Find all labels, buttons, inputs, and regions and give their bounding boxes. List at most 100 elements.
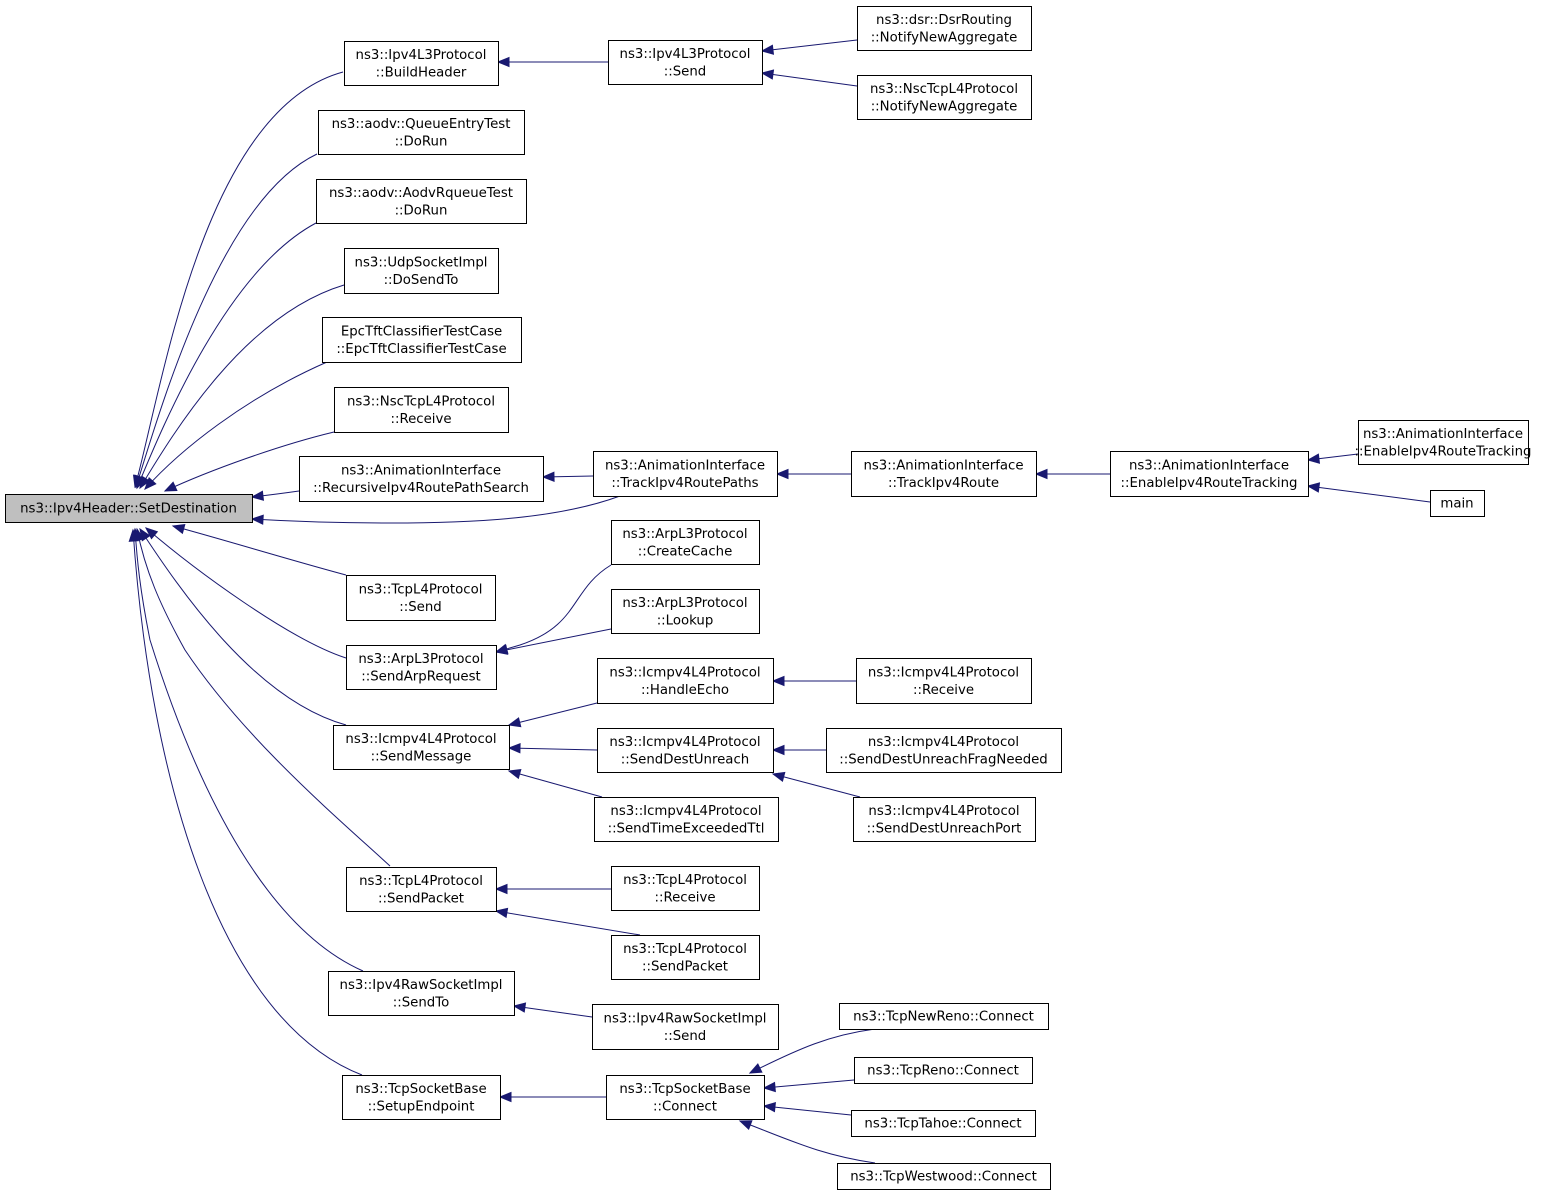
edge-a12-to-root [130,527,364,972]
node-label-line: ns3::Ipv4Header::SetDestination [20,502,237,517]
arrowhead [507,717,522,728]
node-label-line: ::Send [664,64,706,79]
node-a8[interactable]: ns3::TcpL4Protocol::Send [346,575,496,621]
node-a1[interactable]: ns3::Ipv4L3Protocol::BuildHeader [344,41,499,86]
node-box [346,575,496,621]
edge-line [134,528,364,972]
node-box [1110,451,1309,497]
edge-b4-to-a9 [494,628,612,655]
node-b5[interactable]: ns3::Icmpv4L4Protocol::HandleEcho [597,658,774,704]
node-b3[interactable]: ns3::ArpL3Protocol::CreateCache [611,520,760,565]
node-label-line: ::EpcTftClassifierTestCase [336,342,506,357]
edge-b5-to-a10 [507,702,598,728]
node-c4[interactable]: ns3::Icmpv4L4Protocol::Receive [856,658,1032,704]
node-a13[interactable]: ns3::TcpSocketBase::SetupEndpoint [342,1075,501,1120]
node-label-line: ns3::UdpSocketImpl [355,255,488,270]
node-label-line: ::DoSendTo [384,273,459,288]
node-label-line: ::Receive [913,683,974,698]
node-box [608,40,763,85]
node-b11[interactable]: ns3::TcpSocketBase::Connect [606,1075,765,1120]
arrowhead [738,1120,753,1131]
edge-c1-to-b1 [760,39,858,55]
node-c10[interactable]: ns3::TcpWestwood::Connect [837,1163,1051,1190]
node-e2[interactable]: main [1430,490,1485,517]
node-box [606,1075,765,1120]
node-a12[interactable]: ns3::Ipv4RawSocketImpl::SendTo [328,971,515,1016]
node-label-line: ns3::TcpL4Protocol [623,873,747,888]
node-c5[interactable]: ns3::Icmpv4L4Protocol::SendDestUnreachFr… [826,728,1062,773]
node-b8[interactable]: ns3::TcpL4Protocol::Receive [611,866,760,911]
node-label-line: ::Lookup [657,613,714,628]
node-a11[interactable]: ns3::TcpL4Protocol::SendPacket [346,867,497,912]
edge-line [508,770,603,798]
node-a4[interactable]: ns3::UdpSocketImpl::DoSendTo [344,248,499,294]
edge-d1-to-c3 [1034,468,1110,480]
edge-b8-to-a11 [494,883,611,895]
node-e1[interactable]: ns3::AnimationInterface::EnableIpv4Route… [1355,420,1532,465]
edge-line [749,1028,876,1074]
edge-line [172,525,347,576]
node-c1[interactable]: ns3::dsr::DsrRouting::NotifyNewAggregate [857,6,1032,51]
node-label-line: ::DoRun [395,203,448,218]
node-box [611,589,760,634]
node-a3[interactable]: ns3::aodv::AodvRqueueTest::DoRun [316,179,527,224]
node-label-line: ns3::ArpL3Protocol [358,652,483,667]
node-root[interactable]: ns3::Ipv4Header::SetDestination [5,494,253,523]
node-a10[interactable]: ns3::Icmpv4L4Protocol::SendMessage [333,725,510,770]
node-label-line: ns3::TcpReno::Connect [867,1064,1019,1079]
node-a7[interactable]: ns3::AnimationInterface::RecursiveIpv4Ro… [299,456,544,502]
edge-b11-to-a13 [498,1091,606,1103]
node-b4[interactable]: ns3::ArpL3Protocol::Lookup [611,589,760,634]
node-b2[interactable]: ns3::AnimationInterface::TrackIpv4RouteP… [593,451,778,497]
node-label-line: ::CreateCache [638,544,733,559]
node-box [1358,420,1529,465]
arrowhead [494,907,509,919]
node-label-line: ns3::Icmpv4L4Protocol [610,804,761,819]
node-box [851,1110,1036,1137]
node-b9[interactable]: ns3::TcpL4Protocol::SendPacket [611,935,760,980]
node-c8[interactable]: ns3::TcpReno::Connect [854,1057,1033,1084]
node-b7[interactable]: ns3::Icmpv4L4Protocol::SendTimeExceededT… [594,797,779,842]
node-label-line: ns3::TcpL4Protocol [623,942,747,957]
node-label-line: ::EnableIpv4RouteTracking [1355,444,1532,459]
node-c2[interactable]: ns3::NscTcpL4Protocol::NotifyNewAggregat… [857,75,1032,120]
node-b10[interactable]: ns3::Ipv4RawSocketImpl::Send [592,1004,779,1050]
node-a5[interactable]: EpcTftClassifierTestCase::EpcTftClassifi… [322,317,522,363]
node-label-line: ::Send [664,1029,706,1044]
edge-line [495,628,612,653]
node-label-line: ns3::TcpTahoe::Connect [864,1117,1021,1132]
edge-line [164,431,335,492]
edge-a7-to-root [250,490,300,501]
node-a2[interactable]: ns3::aodv::QueueEntryTest::DoRun [318,110,525,155]
arrowhead [128,528,140,542]
node-box [856,658,1032,704]
edge-c8-to-b11 [762,1079,855,1093]
node-a6[interactable]: ns3::NscTcpL4Protocol::Receive [334,387,509,433]
node-label-line: ns3::Icmpv4L4Protocol [345,732,496,747]
nodes-layer: ns3::Ipv4Header::SetDestinationns3::Ipv4… [5,6,1532,1190]
edge-line [1307,485,1431,503]
node-label-line: ns3::AnimationInterface [341,463,501,478]
node-label-line: ::SendPacket [378,891,464,906]
node-c9[interactable]: ns3::TcpTahoe::Connect [851,1110,1036,1137]
node-box [593,451,778,497]
edge-line [145,527,347,659]
node-d1[interactable]: ns3::AnimationInterface::EnableIpv4Route… [1110,451,1309,497]
node-c6[interactable]: ns3::Icmpv4L4Protocol::SendDestUnreachPo… [853,797,1036,842]
arrowhead [496,56,510,68]
node-box [839,1003,1049,1030]
edge-line [132,529,363,1076]
node-label-line: ns3::Icmpv4L4Protocol [868,804,1019,819]
node-label-line: ::Receive [390,412,451,427]
node-a9[interactable]: ns3::ArpL3Protocol::SendArpRequest [346,645,497,690]
node-b6[interactable]: ns3::Icmpv4L4Protocol::SendDestUnreach [597,728,774,773]
node-box [316,179,527,224]
arrowhead [1306,453,1321,464]
edge-b6-to-a10 [507,743,598,754]
node-b1[interactable]: ns3::Ipv4L3Protocol::Send [608,40,763,85]
node-c7[interactable]: ns3::TcpNewReno::Connect [839,1003,1049,1030]
node-c3[interactable]: ns3::AnimationInterface::TrackIpv4Route [851,451,1037,497]
edge-a10-to-root [139,527,347,726]
arrowhead [250,514,264,525]
edge-b7-to-a10 [507,769,603,798]
